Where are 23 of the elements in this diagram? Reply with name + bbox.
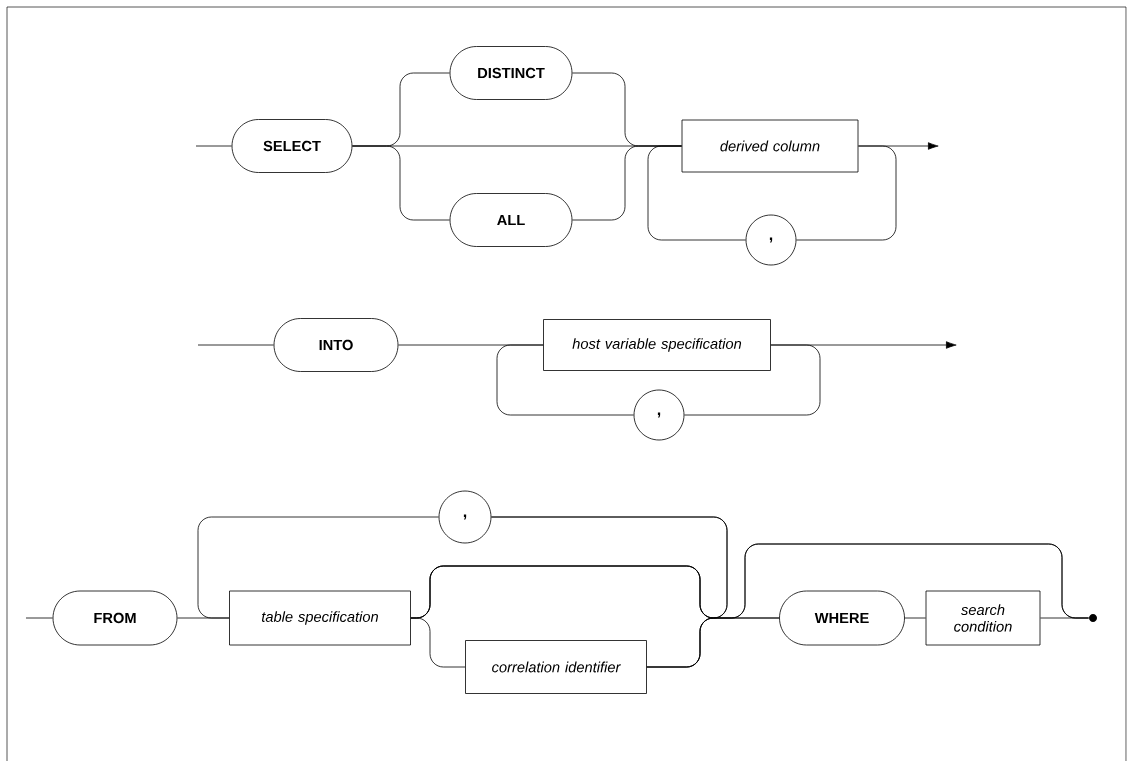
- syntax-box: search condition: [925, 590, 1041, 646]
- keyword-box: FROM: [52, 590, 178, 646]
- keyword-box: SELECT: [231, 119, 353, 173]
- track-line: [25, 617, 53, 619]
- track-line: [195, 145, 232, 147]
- track-line: [904, 617, 926, 619]
- arrow: [858, 142, 939, 150]
- track-line: [197, 516, 439, 619]
- keyword-box: ALL: [449, 193, 573, 247]
- syntax-box: correlation identifier: [465, 640, 647, 694]
- keyword-box: DISTINCT: [449, 46, 573, 100]
- track-line: [647, 145, 746, 241]
- track-line: [646, 543, 1089, 668]
- track-line: [796, 145, 897, 241]
- track-line: [684, 344, 821, 416]
- track-line: [197, 344, 274, 346]
- arrow: [770, 341, 957, 349]
- syntax-box: host variable specification: [543, 319, 771, 371]
- syntax-box: derived column: [681, 119, 859, 173]
- keyword-box: WHERE: [779, 590, 905, 646]
- track-line: [496, 344, 634, 416]
- keyword-box: INTO: [273, 318, 399, 372]
- syntax-box: table specification: [229, 590, 411, 646]
